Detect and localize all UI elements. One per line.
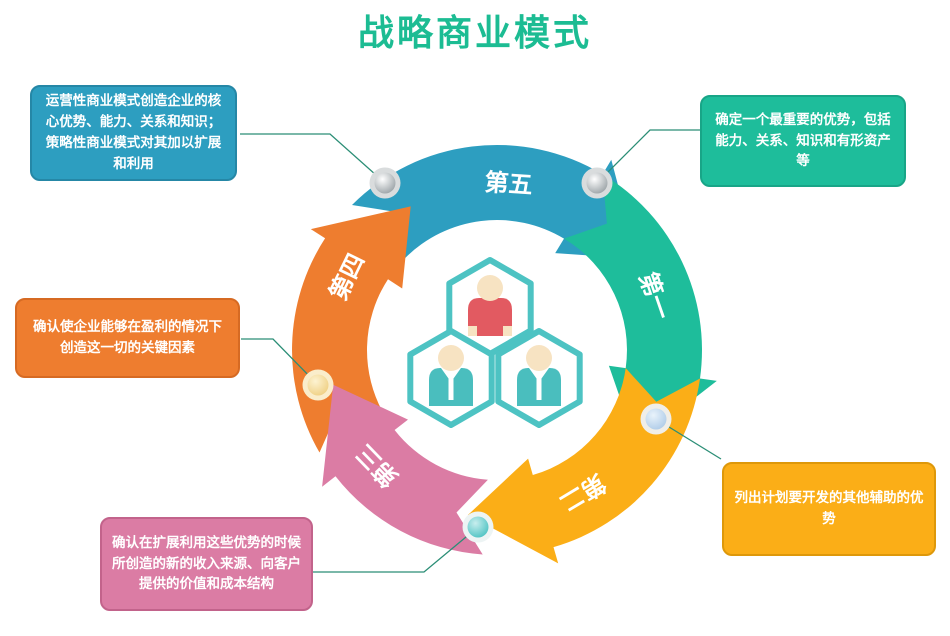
connector-dot-step-3 <box>462 511 494 543</box>
callout-step-3: 确认在扩展利用这些优势的时候所创造的新的收入来源、向客户提供的价值和成本结构 <box>100 517 313 611</box>
team-hexagons-icon <box>407 257 583 428</box>
callout-step-2-text: 列出计划要开发的其他辅助的优势 <box>734 490 924 526</box>
connector-dot-step-2 <box>640 403 672 435</box>
connector-line-step-5 <box>240 133 386 184</box>
cycle-arrow-step-1: 第一 <box>564 174 717 444</box>
connector-dot-step-4 <box>302 369 334 401</box>
connector-line-step-3 <box>313 526 479 573</box>
connector-dot-step-1 <box>581 167 613 199</box>
page-title: 战略商业模式 <box>357 12 592 53</box>
callout-step-5-text: 运营性商业模式创造企业的核心优势、能力、关系和知识；策略性商业模式对其加以扩展和… <box>45 93 222 171</box>
connector-line-step-4 <box>241 338 319 386</box>
connector-dot-step-5 <box>369 167 401 199</box>
callout-step-1-text: 确定一个最重要的优势，包括能力、关系、知识和有形资产等 <box>715 111 891 169</box>
cycle-arrow-step-5: 第五 <box>352 144 638 259</box>
callout-step-4-text: 确认使企业能够在盈利的情况下创造这一切的关键因素 <box>33 319 222 355</box>
callout-step-4: 确认使企业能够在盈利的情况下创造这一切的关键因素 <box>15 298 240 378</box>
callout-step-3-text: 确认在扩展利用这些优势的时候所创造的新的收入来源、向客户提供的价值和成本结构 <box>112 534 301 592</box>
callout-step-2: 列出计划要开发的其他辅助的优势 <box>722 462 936 556</box>
callout-step-1: 确定一个最重要的优势，包括能力、关系、知识和有形资产等 <box>700 95 906 187</box>
arrow-label-step-5: 第五 <box>484 168 534 199</box>
callout-step-5: 运营性商业模式创造企业的核心优势、能力、关系和知识；策略性商业模式对其加以扩展和… <box>30 85 237 181</box>
connector-line-step-1 <box>596 129 701 184</box>
cycle-arrow-step-3: 第三 <box>322 384 488 555</box>
